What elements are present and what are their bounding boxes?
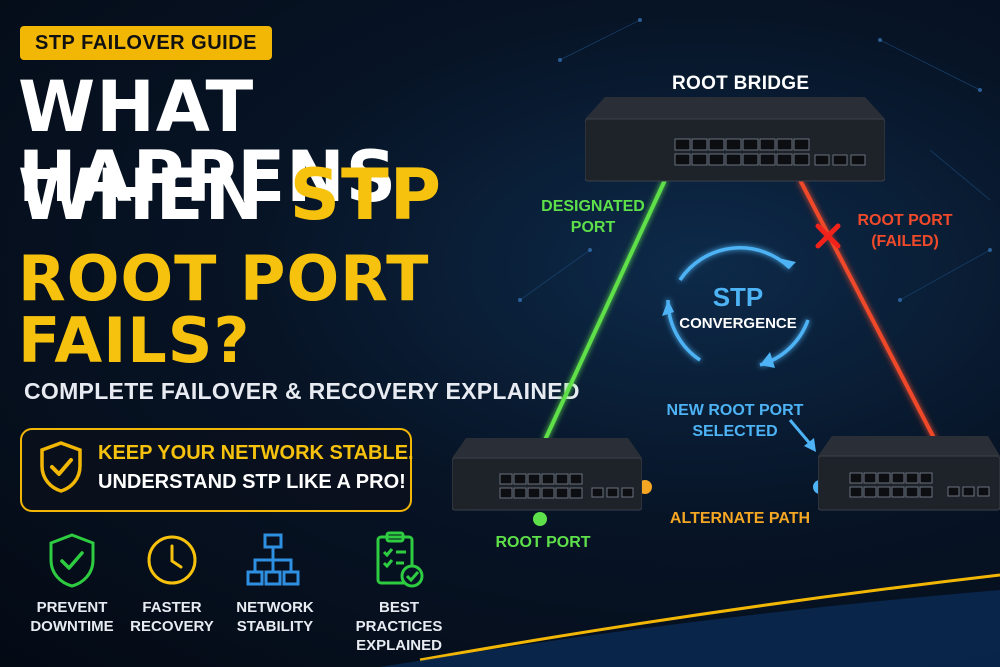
- root-bridge-label: ROOT BRIDGE: [672, 73, 810, 94]
- headline-line-3: ROOT PORT FAILS?: [18, 242, 430, 377]
- feature-label-line-1: PREVENT: [36, 599, 108, 616]
- feature-shield-check-icon: [49, 533, 95, 588]
- headline-line-2: WHEN STP: [18, 160, 538, 230]
- right-switch: [818, 436, 1000, 511]
- headline-when: WHEN: [18, 154, 290, 236]
- tip-line-1: KEEP YOUR NETWORK STABLE.: [98, 442, 414, 464]
- designated-port-label: DESIGNATED PORT: [538, 196, 648, 238]
- designated-link: [543, 179, 667, 441]
- guide-badge: STP FAILOVER GUIDE: [20, 26, 272, 60]
- feature-network-stability: NETWORK STABILITY: [225, 598, 325, 636]
- tip-box: [20, 428, 412, 512]
- root-port-label: ROOT PORT: [495, 534, 591, 551]
- failure-x-icon: [815, 223, 841, 249]
- root-bridge-switch: [585, 97, 885, 182]
- convergence-subtitle: CONVERGENCE: [679, 315, 797, 332]
- convergence-label: STP CONVERGENCE: [678, 282, 798, 332]
- label-line-1: DESIGNATED: [541, 198, 645, 215]
- feature-label-line-1: BEST PRACTICES: [355, 599, 443, 635]
- feature-label-line-2: STABILITY: [236, 618, 314, 635]
- failed-root-port-label: ROOT PORT (FAILED): [850, 210, 960, 252]
- clock-icon: [147, 535, 197, 585]
- feature-label-line-1: FASTER: [142, 599, 202, 616]
- new-root-port-label: NEW ROOT PORT SELECTED: [665, 400, 805, 442]
- feature-label-line-1: NETWORK: [236, 599, 314, 616]
- label-line-2: (FAILED): [871, 233, 939, 250]
- checklist-icon: [376, 531, 424, 588]
- convergence-title: STP: [712, 282, 764, 312]
- headline-line-1: WHAT HAPPENS: [18, 66, 398, 218]
- shield-check-icon: [40, 441, 82, 493]
- feature-label-line-2: EXPLAINED: [356, 637, 442, 654]
- headline-stp: STP: [289, 154, 443, 236]
- alternate-path-label: ALTERNATE PATH: [669, 510, 811, 527]
- label-line-2: SELECTED: [692, 423, 778, 440]
- tip-line-2: UNDERSTAND STP LIKE A PRO!: [98, 471, 406, 493]
- feature-prevent-downtime: PREVENT DOWNTIME: [22, 598, 122, 636]
- left-switch: [452, 438, 642, 511]
- feature-best-practices: BEST PRACTICES EXPLAINED: [334, 598, 464, 655]
- subtitle: COMPLETE FAILOVER & RECOVERY EXPLAINED: [24, 378, 580, 404]
- network-tree-icon: [246, 533, 300, 586]
- failed-root-link: [798, 179, 937, 441]
- feature-faster-recovery: FASTER RECOVERY: [122, 598, 222, 636]
- root-port-dot: [533, 512, 547, 526]
- label-line-2: PORT: [570, 219, 616, 236]
- label-line-1: ROOT PORT: [857, 212, 953, 229]
- feature-label-line-2: DOWNTIME: [30, 618, 114, 635]
- feature-label-line-2: RECOVERY: [130, 618, 214, 635]
- label-line-1: NEW ROOT PORT: [666, 402, 804, 419]
